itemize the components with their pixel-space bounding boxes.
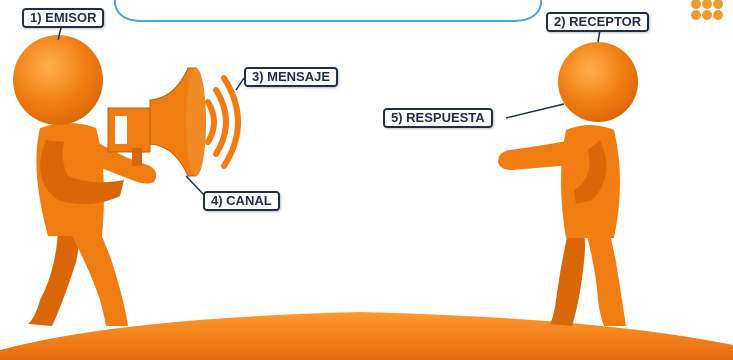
- speaker-icon: [107, 67, 206, 177]
- label-mensaje: 3) MENSAJE: [244, 67, 339, 87]
- sender-figure: [13, 35, 157, 326]
- label-canal: 4) CANAL: [203, 191, 280, 211]
- label-receptor: 2) RECEPTOR: [546, 12, 650, 32]
- receiver-figure: [498, 42, 638, 326]
- logo-icon: [691, 0, 723, 20]
- sender-head: [13, 35, 103, 125]
- callout-bubble: [114, 0, 542, 22]
- sound-waves-icon: [205, 75, 241, 169]
- label-emisor: 1) EMISOR: [22, 8, 105, 28]
- label-respuesta: 5) RESPUESTA: [383, 108, 493, 128]
- receiver-head: [558, 42, 638, 122]
- ground: [0, 312, 733, 360]
